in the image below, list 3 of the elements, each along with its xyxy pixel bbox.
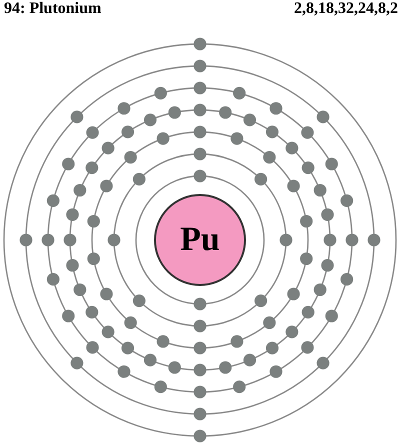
- element-symbol: Pu: [180, 221, 220, 259]
- shell-configuration-label: 2,8,18,32,24,8,2: [294, 0, 398, 18]
- diagram-title: 94: Plutonium: [4, 0, 102, 18]
